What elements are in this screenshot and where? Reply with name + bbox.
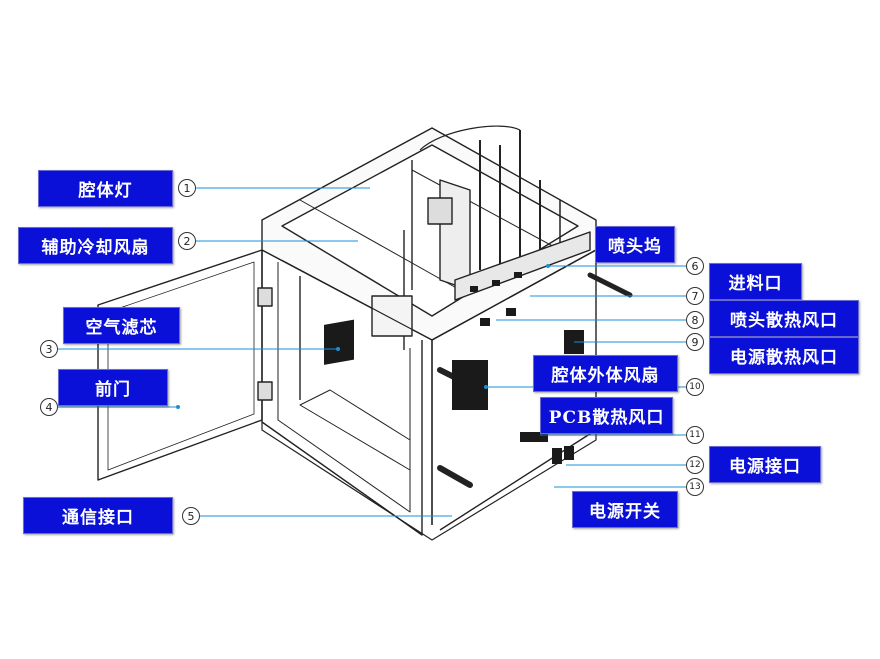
label-pcb-fan: PCB散热风口: [540, 397, 673, 434]
label-feed-port: 进料口: [709, 263, 802, 300]
air-filter-panel: [324, 319, 354, 365]
label-air-filter: 空气滤芯: [63, 307, 180, 344]
label-power-switch: 电源开关: [572, 491, 678, 528]
label-aux-fan: 辅助冷却风扇: [18, 227, 173, 264]
marker-1: 1: [178, 179, 196, 197]
marker-13: 13: [686, 478, 704, 496]
marker-4: 4: [40, 398, 58, 416]
marker-5: 5: [182, 507, 200, 525]
label-nozzle-fan: 喷头散热风口: [709, 300, 859, 337]
label-power-port: 电源接口: [709, 446, 821, 483]
label-front-door: 前门: [58, 369, 168, 406]
marker-10: 10: [686, 378, 704, 396]
chamber-fan-mesh: [452, 360, 488, 410]
side-face: [431, 249, 597, 531]
marker-3: 3: [40, 340, 58, 358]
label-comm-port: 通信接口: [23, 497, 173, 534]
marker-6: 6: [686, 257, 704, 275]
marker-9: 9: [686, 333, 704, 351]
label-nozzle-dock: 喷头坞: [595, 226, 675, 263]
label-chamber-ext-fan: 腔体外体风扇: [533, 355, 678, 392]
marker-7: 7: [686, 287, 704, 305]
marker-11: 11: [686, 426, 704, 444]
marker-8: 8: [686, 311, 704, 329]
marker-12: 12: [686, 456, 704, 474]
marker-2: 2: [178, 232, 196, 250]
label-cavity-light: 腔体灯: [38, 170, 173, 207]
label-psu-fan: 电源散热风口: [709, 337, 859, 374]
front-door: [97, 249, 263, 481]
